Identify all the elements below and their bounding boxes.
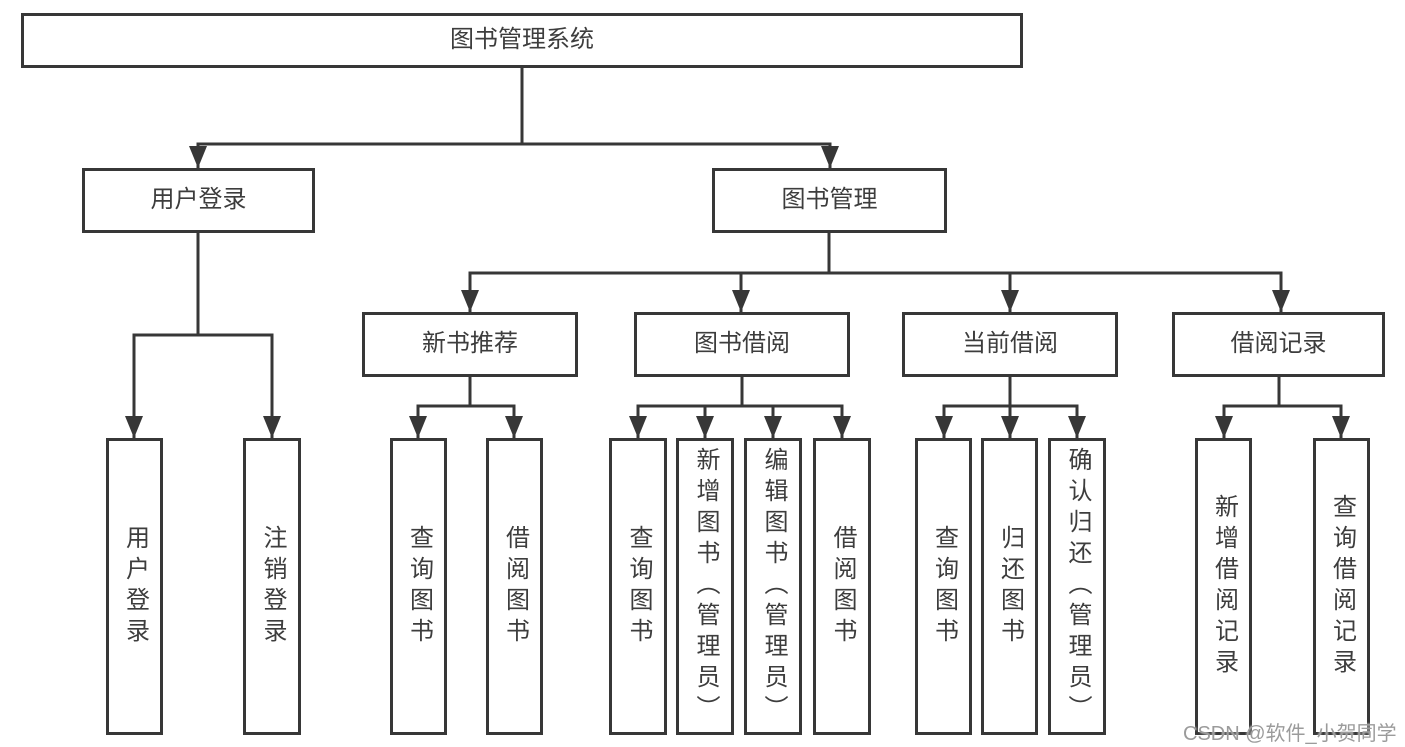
node-leaf-cb-query-book: 查询图书 — [915, 438, 972, 735]
node-leaf-br-add-record: 新增借阅记录 — [1195, 438, 1252, 735]
node-leaf-bb-add-book-admin: 新增图书（管理员） — [676, 438, 734, 735]
node-borrow-records: 借阅记录 — [1172, 312, 1385, 377]
node-leaf-nbr-query-book: 查询图书 — [390, 438, 447, 735]
leaf-label: 新增图书（管理员） — [692, 447, 719, 726]
node-new-book-recommend: 新书推荐 — [362, 312, 578, 377]
leaf-label: 编辑图书（管理员） — [760, 447, 787, 726]
node-book-management: 图书管理 — [712, 168, 947, 233]
leaf-label: 查询借阅记录 — [1328, 493, 1356, 680]
node-leaf-user-login: 用户登录 — [106, 438, 163, 735]
node-leaf-cb-confirm-return-admin: 确认归还（管理员） — [1048, 438, 1106, 735]
node-user-login-group: 用户登录 — [82, 168, 315, 233]
node-leaf-cb-return-book: 归还图书 — [981, 438, 1038, 735]
node-leaf-nbr-borrow-book: 借阅图书 — [486, 438, 543, 735]
node-leaf-bb-edit-book-admin: 编辑图书（管理员） — [744, 438, 802, 735]
leaf-label: 归还图书 — [996, 524, 1024, 649]
node-leaf-br-query-record: 查询借阅记录 — [1313, 438, 1370, 735]
node-current-borrow: 当前借阅 — [902, 312, 1118, 377]
leaf-label: 确认归还（管理员） — [1064, 447, 1091, 726]
node-library-management-system: 图书管理系统 — [21, 13, 1023, 68]
leaf-label: 查询图书 — [405, 524, 433, 649]
leaf-label: 用户登录 — [121, 524, 149, 649]
leaf-label: 查询图书 — [930, 524, 958, 649]
csdn-watermark: CSDN @软件_小贺同学 — [1183, 723, 1397, 745]
leaf-label: 查询图书 — [625, 524, 652, 649]
node-book-borrow: 图书借阅 — [634, 312, 850, 377]
leaf-label: 借阅图书 — [501, 524, 529, 649]
leaf-label: 借阅图书 — [829, 524, 856, 649]
node-leaf-logout: 注销登录 — [243, 438, 301, 735]
leaf-label: 注销登录 — [259, 524, 286, 649]
node-leaf-bb-borrow-book: 借阅图书 — [813, 438, 871, 735]
node-leaf-bb-query-book: 查询图书 — [609, 438, 667, 735]
leaf-label: 新增借阅记录 — [1210, 493, 1238, 680]
